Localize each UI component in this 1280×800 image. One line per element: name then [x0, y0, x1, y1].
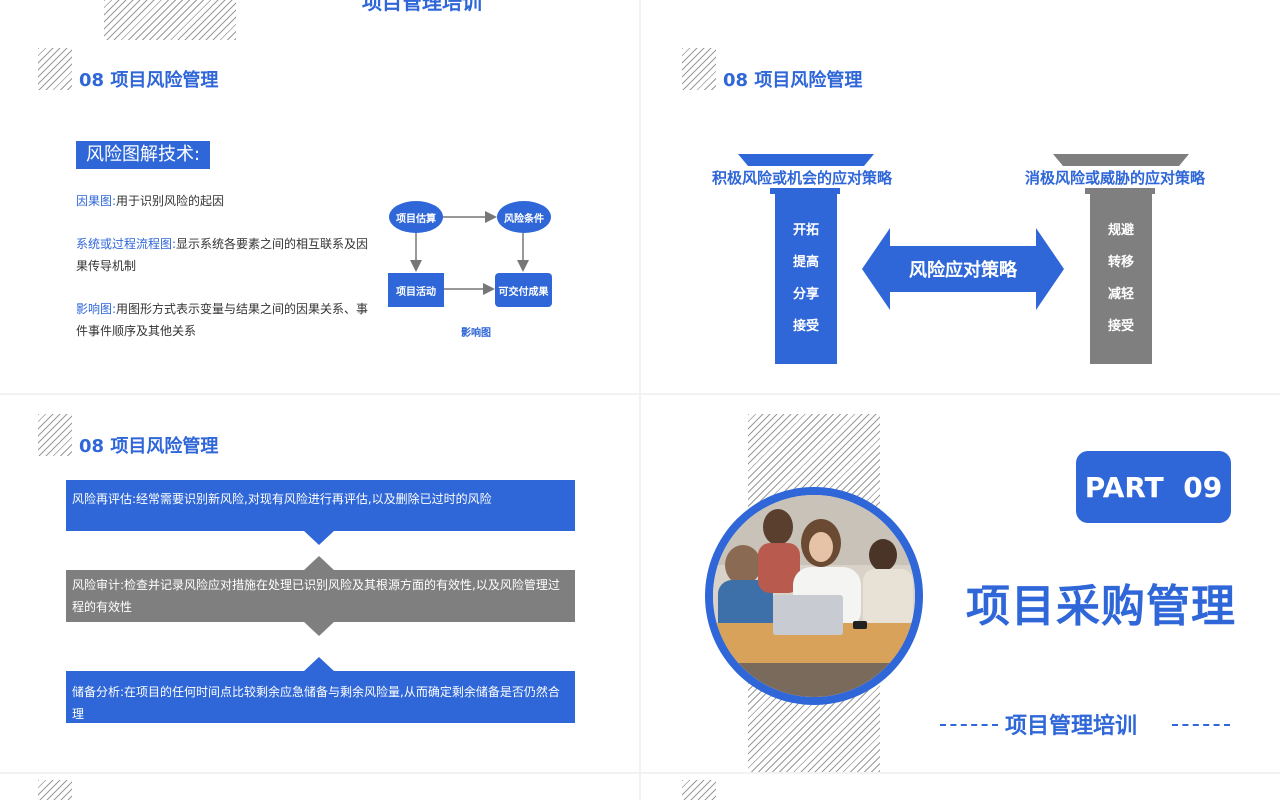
left-item: 提高 — [792, 255, 819, 270]
right-item: 接受 — [1107, 319, 1134, 334]
section-hatch-icon — [38, 414, 72, 456]
desc-text: 显示系统各要素之间的相互联系及因果传导机制 — [76, 237, 369, 273]
desc-flowchart: 系统或过程流程图:显示系统各要素之间的相互联系及因果传导机制 — [76, 233, 371, 277]
band-risk-audit: 风险审计:检查并记录风险应对措施在处理已识别风险及其根源方面的有效性,以及风险管… — [66, 570, 575, 622]
bottom-hatch-left — [38, 780, 72, 800]
left-pillar-shoulder — [770, 188, 840, 194]
left-item: 接受 — [792, 319, 819, 334]
node-deliverable: 可交付成果 — [495, 273, 552, 307]
desc-text: 用于识别风险的起因 — [116, 194, 225, 208]
left-strategy-title: 积极风险或机会的应对策略 — [712, 169, 893, 187]
team-photo-illustration — [713, 495, 915, 697]
band-reserve-analysis: 储备分析:在项目的任何时间点比较剩余应急储备与剩余风险量,从而确定剩余储备是否仍… — [66, 671, 575, 723]
node-project-activity: 项目活动 — [388, 273, 444, 307]
right-item: 转移 — [1107, 255, 1134, 270]
subtitle-dash-left — [940, 724, 998, 726]
diagram-caption: 影响图 — [461, 328, 491, 339]
band-notch-up — [303, 556, 335, 571]
subtitle-dash-right — [1172, 724, 1230, 726]
node-project-estimate: 项目估算 — [389, 201, 443, 233]
band-text: 风险审计:检查并记录风险应对措施在处理已识别风险及其根源方面的有效性,以及风险管… — [72, 578, 560, 614]
right-pillar-body: 规避 转移 减轻 接受 — [1090, 194, 1152, 364]
desc-influence: 影响图:用图形方式表示变量与结果之间的因果关系、事件事件顺序及其他关系 — [76, 298, 371, 342]
band-notch-down — [303, 530, 335, 545]
left-item: 分享 — [792, 287, 819, 302]
band-notch-up — [303, 657, 335, 672]
section-title: 08 项目风险管理 — [79, 436, 219, 457]
band-risk-reassessment: 风险再评估:经常需要识别新风险,对现有风险进行再评估,以及删除已过时的风险 — [66, 480, 575, 531]
left-pillar-body: 开拓 提高 分享 接受 — [775, 194, 837, 364]
section-hatch-icon — [38, 48, 72, 90]
node-risk-condition: 风险条件 — [497, 201, 551, 233]
slide-divider-horizontal-2 — [0, 772, 1280, 774]
slide-divider-horizontal-1 — [0, 393, 1280, 395]
center-strategy-label: 风险应对策略 — [909, 260, 1017, 281]
right-strategy-title: 消极风险或威胁的应对策略 — [1025, 169, 1206, 187]
influence-diagram-arrows — [410, 211, 529, 295]
left-pillar-cap — [738, 154, 874, 166]
team-photo — [713, 495, 915, 697]
bottom-hatch-right — [682, 780, 716, 800]
right-item: 减轻 — [1107, 287, 1134, 302]
left-item: 开拓 — [792, 223, 819, 238]
part-badge: PART 09 — [1076, 451, 1231, 523]
cover-title: 项目采购管理 — [966, 581, 1236, 632]
tech-label: 风险图解技术: — [76, 141, 211, 169]
top-hatch-decoration — [104, 0, 236, 40]
double-arrow-shape — [862, 228, 1064, 310]
right-item: 规避 — [1107, 223, 1134, 238]
desc-key: 系统或过程流程图: — [76, 237, 177, 251]
desc-key: 因果图: — [76, 194, 117, 208]
slide-divider-vertical — [639, 0, 641, 800]
desc-text: 用图形方式表示变量与结果之间的因果关系、事件事件顺序及其他关系 — [76, 302, 369, 338]
section-title: 08 项目风险管理 — [79, 70, 219, 91]
desc-cause-effect: 因果图:用于识别风险的起因 — [76, 190, 376, 212]
right-pillar-cap — [1053, 154, 1189, 166]
desc-key: 影响图: — [76, 302, 117, 316]
band-text: 风险再评估:经常需要识别新风险,对现有风险进行再评估,以及删除已过时的风险 — [72, 492, 492, 506]
cover-subtitle: 项目管理培训 — [1005, 714, 1138, 739]
band-notch-down — [303, 621, 335, 636]
right-pillar-shoulder — [1085, 188, 1155, 194]
section-title: 08 项目风险管理 — [723, 70, 863, 91]
band-text: 储备分析:在项目的任何时间点比较剩余应急储备与剩余风险量,从而确定剩余储备是否仍… — [72, 685, 560, 721]
top-partial-title: 项目管理培训 — [362, 0, 482, 14]
section-hatch-icon — [682, 48, 716, 90]
